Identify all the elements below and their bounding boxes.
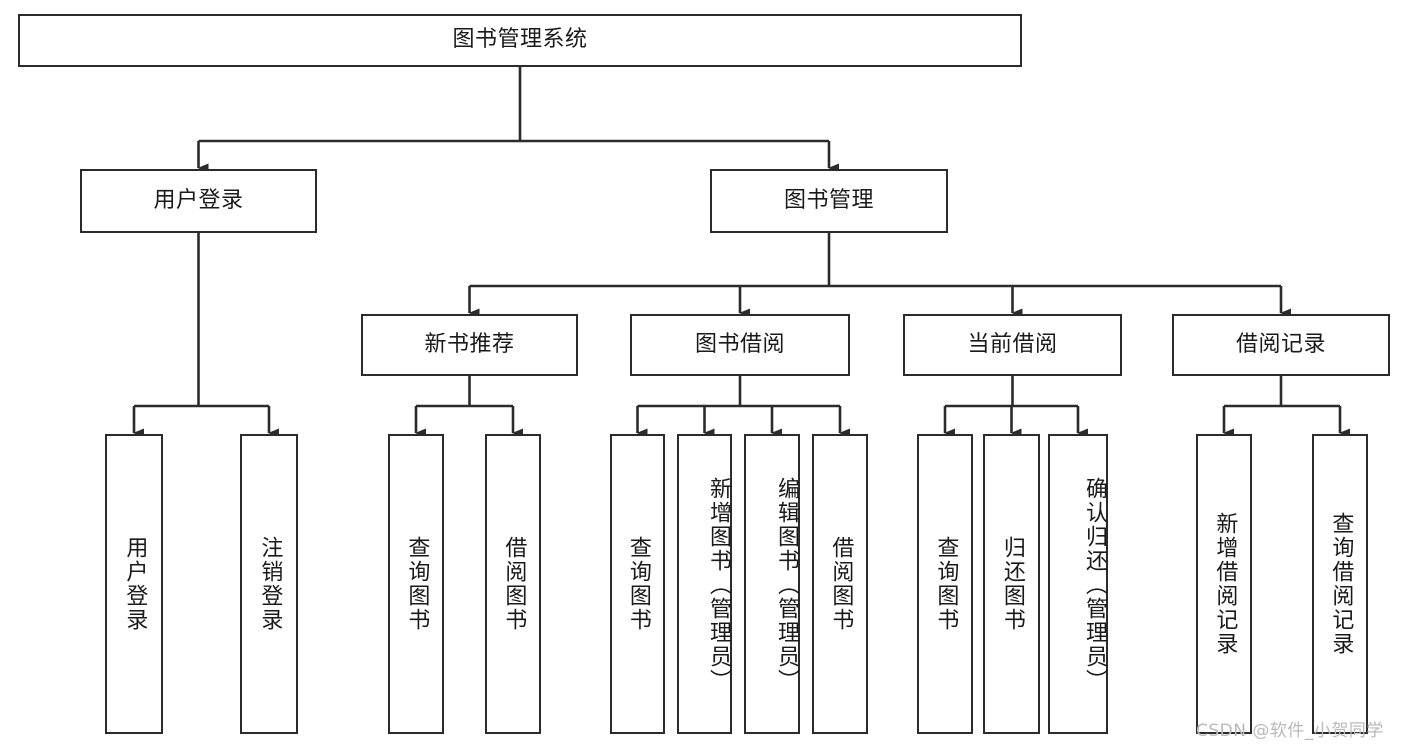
node-leaf-borrow-book[interactable]: 借阅图书 [812,434,868,734]
node-label: 当前借阅 [967,331,1058,357]
node-label: 借阅图书 [828,536,854,632]
node-borrow-record[interactable]: 借阅记录 [1172,314,1390,376]
node-leaf-query-book-borrow[interactable]: 查询图书 [610,434,665,734]
node-label: 确认归还（管理员） [1082,477,1107,693]
node-leaf-user-login[interactable]: 用户登录 [105,434,163,734]
node-label: 查询图书 [625,536,651,632]
node-leaf-query-book-rec[interactable]: 查询图书 [388,434,444,734]
node-leaf-edit-book-admin[interactable]: 编辑图书（管理员） [744,434,800,734]
node-leaf-add-borrow-record[interactable]: 新增借阅记录 [1196,434,1252,734]
node-label: 用户登录 [122,536,148,632]
node-book-borrow[interactable]: 图书借阅 [630,314,850,376]
node-label: 新增图书（管理员） [706,477,731,693]
node-leaf-user-logout[interactable]: 注销登录 [240,434,298,734]
node-leaf-borrow-book-rec[interactable]: 借阅图书 [485,434,541,734]
node-root[interactable]: 图书管理系统 [18,14,1022,67]
node-new-book-recommend[interactable]: 新书推荐 [361,314,578,376]
node-label: 借阅图书 [501,536,527,632]
node-leaf-query-borrow-record[interactable]: 查询借阅记录 [1312,434,1368,734]
node-label: 新增借阅记录 [1212,512,1238,656]
node-label: 注销登录 [257,536,283,632]
node-label: 用户登录 [153,187,244,213]
node-current-borrow[interactable]: 当前借阅 [903,314,1122,376]
node-label: 借阅记录 [1235,331,1326,357]
node-leaf-confirm-return-admin[interactable]: 确认归还（管理员） [1048,434,1108,734]
node-label: 查询借阅记录 [1328,512,1354,656]
node-label: 查询图书 [404,536,430,632]
node-label: 新书推荐 [424,331,515,357]
node-label: 图书借阅 [694,331,785,357]
node-label: 图书管理系统 [452,27,588,53]
node-label: 图书管理 [783,187,874,213]
node-label: 查询图书 [933,536,959,632]
csdn-watermark: CSDN @软件_小贺同学 [1196,721,1384,741]
node-leaf-return-book[interactable]: 归还图书 [983,434,1040,734]
node-leaf-add-book-admin[interactable]: 新增图书（管理员） [677,434,732,734]
node-label: 编辑图书（管理员） [774,477,799,693]
node-leaf-query-book-current[interactable]: 查询图书 [917,434,973,734]
node-user-login[interactable]: 用户登录 [80,169,317,233]
node-book-management[interactable]: 图书管理 [710,169,948,233]
node-label: 归还图书 [999,536,1025,632]
